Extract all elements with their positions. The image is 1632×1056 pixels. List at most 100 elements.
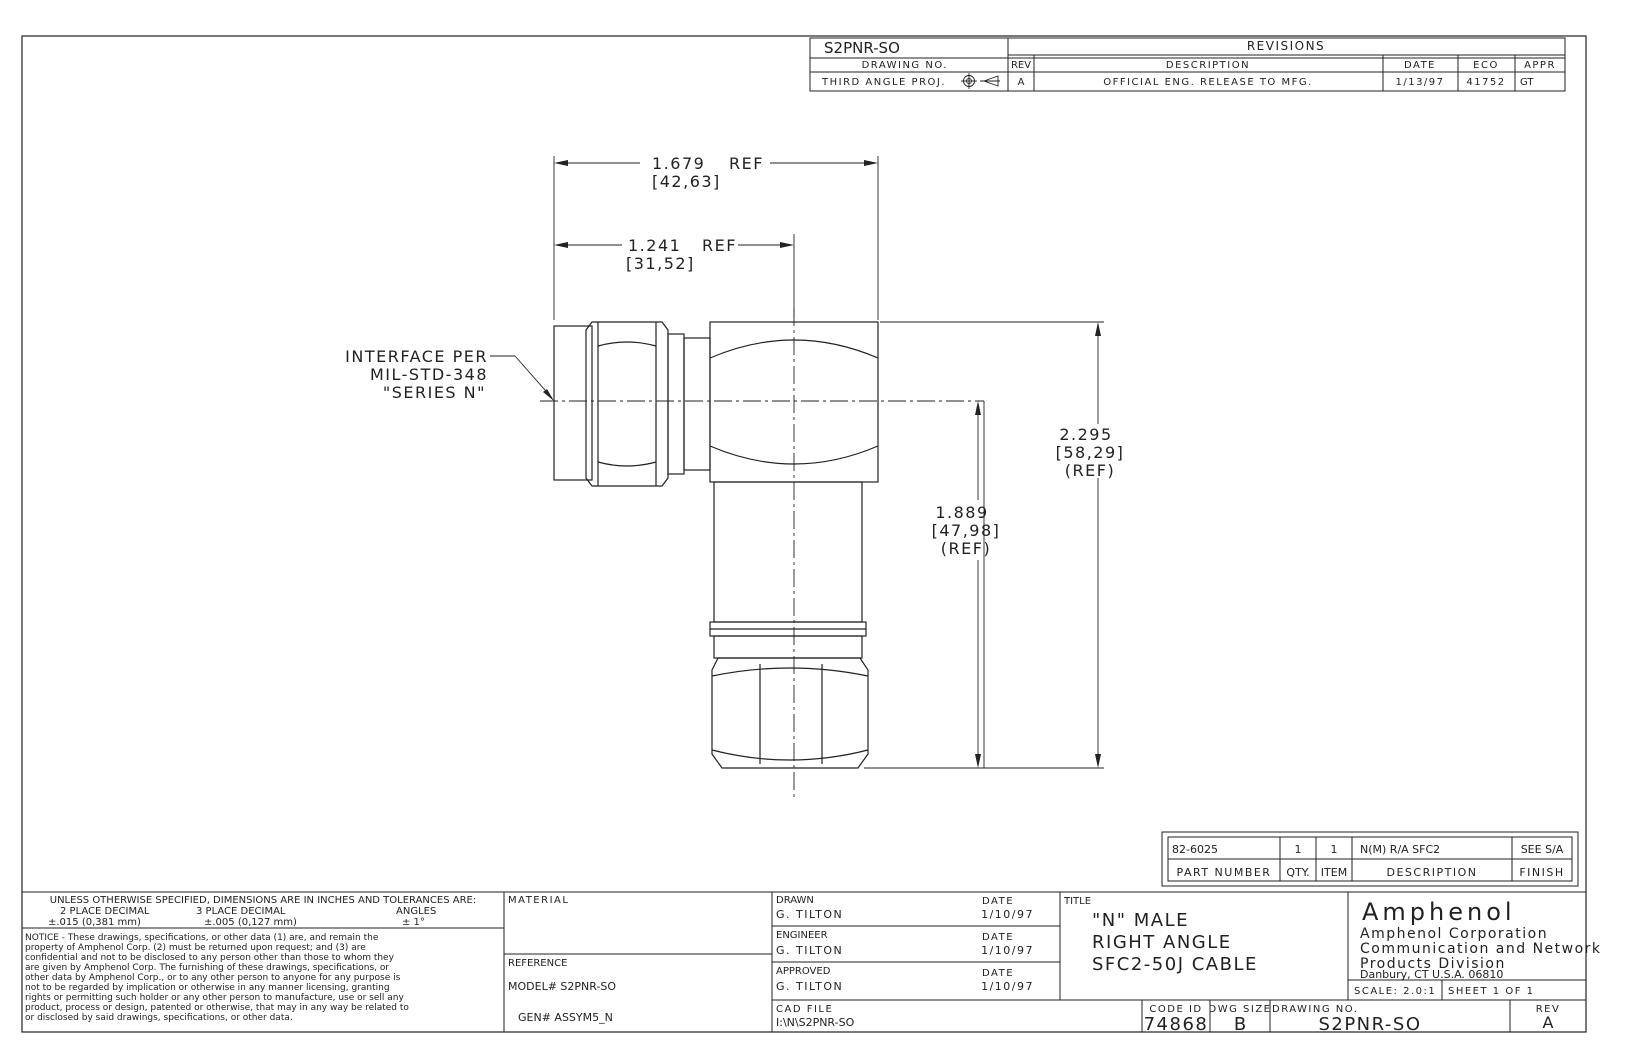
svg-text:other data by Amphenol Corp.,: other data by Amphenol Corp., or to any … [25, 973, 401, 983]
parts-row-finish: SEE S/A [1521, 843, 1564, 856]
title-line-3: SFC2-50J CABLE [1092, 954, 1258, 975]
code-id: 74868 [1144, 1014, 1209, 1035]
notice-text: NOTICE - These drawings, specifications,… [25, 933, 409, 1023]
dim-interface-length-ref: REF [702, 236, 737, 255]
parts-header-item: ITEM [1321, 866, 1347, 879]
svg-text:or disclosed by said drawings,: or disclosed by said drawings, specifica… [25, 1013, 293, 1023]
parts-row-qty: 1 [1295, 843, 1302, 856]
svg-text:confidential and not to be dis: confidential and not to be disclosed to … [25, 953, 395, 963]
sheet-border [21, 35, 1587, 1033]
approved-date-label: DATE [982, 968, 1014, 979]
tolerance-two-place-label: 2 PLACE DECIMAL [60, 906, 150, 917]
approved-label: APPROVED [776, 966, 831, 977]
material-label: MATERIAL [508, 895, 569, 906]
tolerance-two-place-value: ±.015 (0,381 mm) [48, 917, 141, 928]
approved-date: 1/10/97 [981, 980, 1034, 993]
tolerance-three-place-label: 3 PLACE DECIMAL [196, 906, 286, 917]
dwg-size-label: DWG SIZE [1209, 1004, 1272, 1015]
parts-row-item: 1 [1331, 843, 1338, 856]
tolerance-angles-value: ± 1° [402, 917, 425, 928]
svg-text:product, process or design, pa: product, process or design, patented or … [25, 1003, 409, 1013]
centerlines [540, 308, 984, 800]
eco-col-header: ECO [1473, 60, 1499, 71]
date-col-header: DATE [1404, 60, 1436, 71]
drawn-by: G. TILTON [776, 908, 843, 921]
rev-value: A [1543, 1013, 1554, 1032]
drawing-no: S2PNR-SO [1318, 1014, 1421, 1035]
engineer-date-label: DATE [982, 932, 1014, 943]
connector-drawing [553, 321, 879, 769]
parts-row-part-number: 82-6025 [1172, 843, 1218, 856]
tolerance-three-place-value: ±.005 (0,127 mm) [204, 917, 297, 928]
dimension-arrowheads [543, 160, 1101, 768]
interface-note-line-1: INTERFACE PER [345, 347, 488, 366]
company-line-3: Products Division [1360, 956, 1506, 972]
revision-drawing-number: S2PNR-SO [824, 39, 900, 57]
cad-file-label: CAD FILE [776, 1004, 833, 1015]
dim-overall-height-metric: [58,29] [1056, 443, 1125, 462]
revision-row-date: 1/13/97 [1395, 77, 1444, 88]
title-block-grid [22, 891, 1586, 1032]
model-number: MODEL# S2PNR-SO [508, 980, 616, 993]
company-line-4: Danbury, CT U.S.A. 06810 [1360, 968, 1503, 981]
reference-label: REFERENCE [508, 958, 567, 969]
parts-row-description: N(M) R/A SFC2 [1360, 843, 1440, 856]
dim-center-height-value: 1.889 [935, 503, 988, 522]
rev-label: REV [1536, 1004, 1561, 1015]
company-logo: Amphenol [1362, 898, 1516, 926]
tolerance-angles-label: ANGLES [396, 906, 436, 917]
svg-text:rights or permitting such hold: rights or permitting such holder or any … [25, 993, 404, 1003]
description-col-header: DESCRIPTION [1166, 60, 1250, 71]
drawn-date: 1/10/97 [981, 908, 1034, 921]
parts-header-part-number: PART NUMBER [1177, 866, 1272, 879]
drawn-label: DRAWN [776, 895, 814, 906]
dim-center-height-ref: (REF) [941, 539, 991, 558]
dim-interface-length-metric: [31,52] [626, 254, 695, 273]
dim-interface-length-value: 1.241 [628, 236, 681, 255]
dim-overall-height-ref: (REF) [1065, 461, 1115, 480]
gen-number: GEN# ASSYM5_N [518, 1011, 613, 1024]
sheet-number: SHEET 1 OF 1 [1448, 986, 1535, 997]
svg-text:NOTICE - These drawings, speci: NOTICE - These drawings, specifications,… [25, 933, 379, 943]
revision-row-appr: GT [1520, 77, 1534, 88]
third-angle-projection-label: THIRD ANGLE PROJ. [821, 77, 946, 88]
revision-row-rev: A [1018, 77, 1025, 88]
revision-block [809, 37, 1566, 92]
dimension-lines [490, 156, 1104, 769]
dim-overall-length-value: 1.679 [652, 154, 705, 173]
revisions-title: REVISIONS [1247, 39, 1325, 53]
scale: SCALE: 2.0:1 [1354, 986, 1436, 997]
engineer-by: G. TILTON [776, 944, 843, 957]
svg-text:not to be regarded by implicat: not to be regarded by implication or oth… [25, 983, 390, 993]
parts-header-qty: QTY. [1286, 866, 1309, 879]
drawn-date-label: DATE [982, 896, 1014, 907]
revision-row-description: OFFICIAL ENG. RELEASE TO MFG. [1103, 77, 1313, 88]
revision-drawing-no-label: DRAWING NO. [862, 60, 948, 71]
rev-col-header: REV [1011, 60, 1031, 71]
title-line-2: RIGHT ANGLE [1092, 932, 1232, 953]
appr-col-header: APPR [1524, 60, 1556, 71]
approved-by: G. TILTON [776, 980, 843, 993]
engineer-label: ENGINEER [776, 930, 828, 941]
interface-note-line-3: "SERIES N" [383, 383, 486, 402]
dim-overall-length-ref: REF [729, 154, 764, 173]
interface-note-line-2: MIL-STD-348 [370, 365, 488, 384]
dwg-size: B [1234, 1014, 1246, 1035]
code-id-label: CODE ID [1149, 1004, 1202, 1015]
title-line-1: "N" MALE [1092, 910, 1189, 931]
svg-text:are given by Amphenol Corp. T: are given by Amphenol Corp. The furnishi… [25, 963, 389, 973]
engineer-date: 1/10/97 [981, 944, 1034, 957]
company-line-1: Amphenol Corporation [1360, 926, 1548, 942]
dim-overall-length-metric: [42,63] [652, 172, 721, 191]
company-line-2: Communication and Network [1360, 941, 1602, 957]
revision-row-eco: 41752 [1466, 77, 1505, 88]
drawing-no-label: DRAWING NO. [1272, 1004, 1358, 1015]
parts-header-description: DESCRIPTION [1387, 866, 1478, 879]
parts-header-finish: FINISH [1519, 866, 1564, 879]
title-label: TITLE [1063, 896, 1091, 907]
tolerance-heading: UNLESS OTHERWISE SPECIFIED, DIMENSIONS A… [50, 895, 476, 906]
dim-center-height-metric: [47,98] [932, 521, 1001, 540]
dim-overall-height-value: 2.295 [1059, 425, 1112, 444]
third-angle-projection-icon [961, 73, 1000, 89]
